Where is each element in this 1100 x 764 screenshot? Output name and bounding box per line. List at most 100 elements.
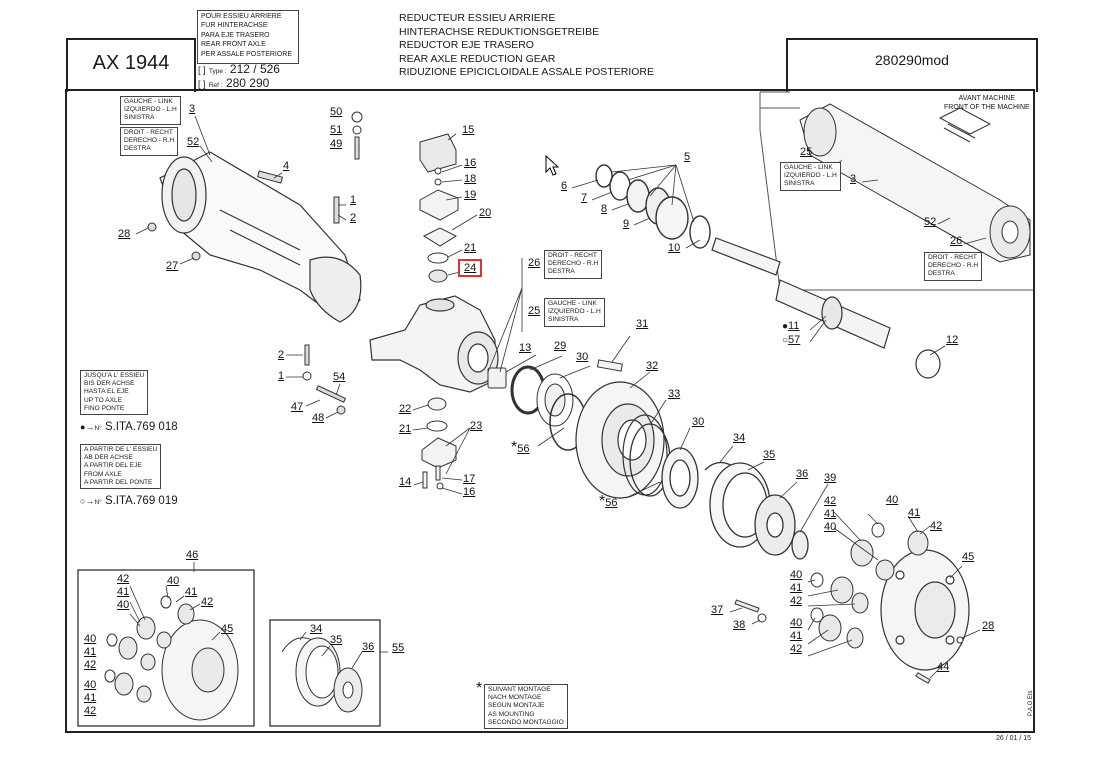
- callout-5[interactable]: 5: [684, 151, 691, 163]
- callout-10[interactable]: 10: [668, 242, 681, 254]
- callout-13[interactable]: 13: [519, 342, 532, 354]
- callout-21-upper[interactable]: 21: [464, 242, 477, 254]
- callout-1-lower[interactable]: 1: [278, 370, 285, 382]
- author-credit: P.A.O Ets: [1028, 690, 1034, 716]
- callout-48[interactable]: 48: [312, 412, 325, 424]
- callout-30-lower[interactable]: 30: [692, 416, 705, 428]
- callout-51[interactable]: 51: [330, 124, 343, 136]
- callout-35-box[interactable]: 35: [330, 634, 343, 646]
- inset-callout-25[interactable]: 25: [800, 146, 813, 158]
- callout-4[interactable]: 4: [283, 160, 290, 172]
- callout-41-e[interactable]: 41: [117, 586, 130, 598]
- callout-40-h[interactable]: 40: [84, 679, 97, 691]
- callout-15[interactable]: 15: [462, 124, 475, 136]
- callout-32[interactable]: 32: [646, 360, 659, 372]
- callout-40-a[interactable]: 40: [824, 521, 837, 533]
- ref-line: [ ] Ref : 280 290: [198, 76, 270, 90]
- callout-41-d[interactable]: 41: [790, 630, 803, 642]
- callout-36-box[interactable]: 36: [362, 641, 375, 653]
- callout-55[interactable]: 55: [392, 642, 405, 654]
- callout-46[interactable]: 46: [186, 549, 199, 561]
- callout-26[interactable]: 26: [528, 257, 541, 269]
- callout-27[interactable]: 27: [166, 260, 179, 272]
- callout-40-c[interactable]: 40: [790, 569, 803, 581]
- callout-42-a[interactable]: 42: [824, 495, 837, 507]
- callout-40-e[interactable]: 40: [117, 599, 130, 611]
- callout-2-upper[interactable]: 2: [350, 212, 357, 224]
- callout-57[interactable]: ○57: [782, 334, 801, 346]
- callout-30-upper[interactable]: 30: [576, 351, 589, 363]
- callout-14[interactable]: 14: [399, 476, 412, 488]
- callout-37[interactable]: 37: [711, 604, 724, 616]
- callout-18[interactable]: 18: [464, 173, 477, 185]
- callout-41-a[interactable]: 41: [824, 508, 837, 520]
- inset-callout-3[interactable]: 3: [850, 173, 857, 185]
- callout-52[interactable]: 52: [187, 136, 200, 148]
- callout-40-d[interactable]: 40: [790, 617, 803, 629]
- callout-17[interactable]: 17: [463, 473, 476, 485]
- callout-42-g[interactable]: 42: [84, 659, 97, 671]
- callout-49[interactable]: 49: [330, 138, 343, 150]
- inset-callout-52[interactable]: 52: [924, 216, 937, 228]
- callout-33[interactable]: 33: [668, 388, 681, 400]
- callout-31[interactable]: 31: [636, 318, 649, 330]
- callout-40-g[interactable]: 40: [84, 633, 97, 645]
- callout-41-b[interactable]: 41: [908, 507, 921, 519]
- callout-3[interactable]: 3: [189, 103, 196, 115]
- callout-21-lower[interactable]: 21: [399, 423, 412, 435]
- callout-34-box[interactable]: 34: [310, 623, 323, 635]
- callout-24-highlighted[interactable]: 24: [457, 259, 483, 277]
- callout-36[interactable]: 36: [796, 468, 809, 480]
- callout-42-h[interactable]: 42: [84, 705, 97, 717]
- callout-23[interactable]: 23: [470, 420, 483, 432]
- callout-11[interactable]: ●11: [782, 320, 800, 332]
- axle-housing: [159, 151, 362, 323]
- callout-40-b[interactable]: 40: [886, 494, 899, 506]
- callout-34[interactable]: 34: [733, 432, 746, 444]
- inset-callout-26[interactable]: 26: [950, 235, 963, 247]
- callout-41-c[interactable]: 41: [790, 582, 803, 594]
- callout-42-b[interactable]: 42: [930, 520, 943, 532]
- callout-40-f[interactable]: 40: [167, 575, 180, 587]
- callout-28-right[interactable]: 28: [982, 620, 995, 632]
- callout-54[interactable]: 54: [333, 371, 346, 383]
- callout-16-upper[interactable]: 16: [464, 157, 477, 169]
- callout-42-c[interactable]: 42: [790, 595, 803, 607]
- model-name: AX 1944: [92, 52, 170, 74]
- ref-number: 280290mod: [875, 52, 949, 68]
- callout-19[interactable]: 19: [464, 189, 477, 201]
- callout-41-g[interactable]: 41: [84, 646, 97, 658]
- callout-28[interactable]: 28: [118, 228, 131, 240]
- ref-value: 280 290: [225, 76, 270, 90]
- callout-7[interactable]: 7: [581, 192, 588, 204]
- callout-12[interactable]: 12: [946, 334, 959, 346]
- callout-8[interactable]: 8: [601, 203, 608, 215]
- callout-25[interactable]: 25: [528, 305, 541, 317]
- callout-56-upper[interactable]: *56: [511, 439, 530, 456]
- callout-39[interactable]: 39: [824, 472, 837, 484]
- callout-50[interactable]: 50: [330, 106, 343, 118]
- callout-38[interactable]: 38: [733, 619, 746, 631]
- callout-47[interactable]: 47: [291, 401, 304, 413]
- callout-35[interactable]: 35: [763, 449, 776, 461]
- callout-42-f[interactable]: 42: [201, 596, 214, 608]
- callout-16-lower[interactable]: 16: [463, 486, 476, 498]
- callout-6[interactable]: 6: [561, 180, 568, 192]
- callout-9[interactable]: 9: [623, 218, 630, 230]
- callout-22[interactable]: 22: [399, 403, 412, 415]
- callout-42-d[interactable]: 42: [790, 643, 803, 655]
- callout-45-right[interactable]: 45: [962, 551, 975, 563]
- callout-42-e[interactable]: 42: [117, 573, 130, 585]
- callout-56-lower[interactable]: *56: [599, 493, 618, 510]
- callout-45-left[interactable]: 45: [221, 623, 234, 635]
- title-fr: REDUCTEUR ESSIEU ARRIERE: [399, 12, 556, 24]
- callout-41-h[interactable]: 41: [84, 692, 97, 704]
- callout-44[interactable]: 44: [937, 661, 950, 673]
- callout-2-lower[interactable]: 2: [278, 349, 285, 361]
- callout-41-f[interactable]: 41: [185, 586, 198, 598]
- callout-29[interactable]: 29: [554, 340, 567, 352]
- callout-1-upper[interactable]: 1: [350, 194, 357, 206]
- callout-20[interactable]: 20: [479, 207, 492, 219]
